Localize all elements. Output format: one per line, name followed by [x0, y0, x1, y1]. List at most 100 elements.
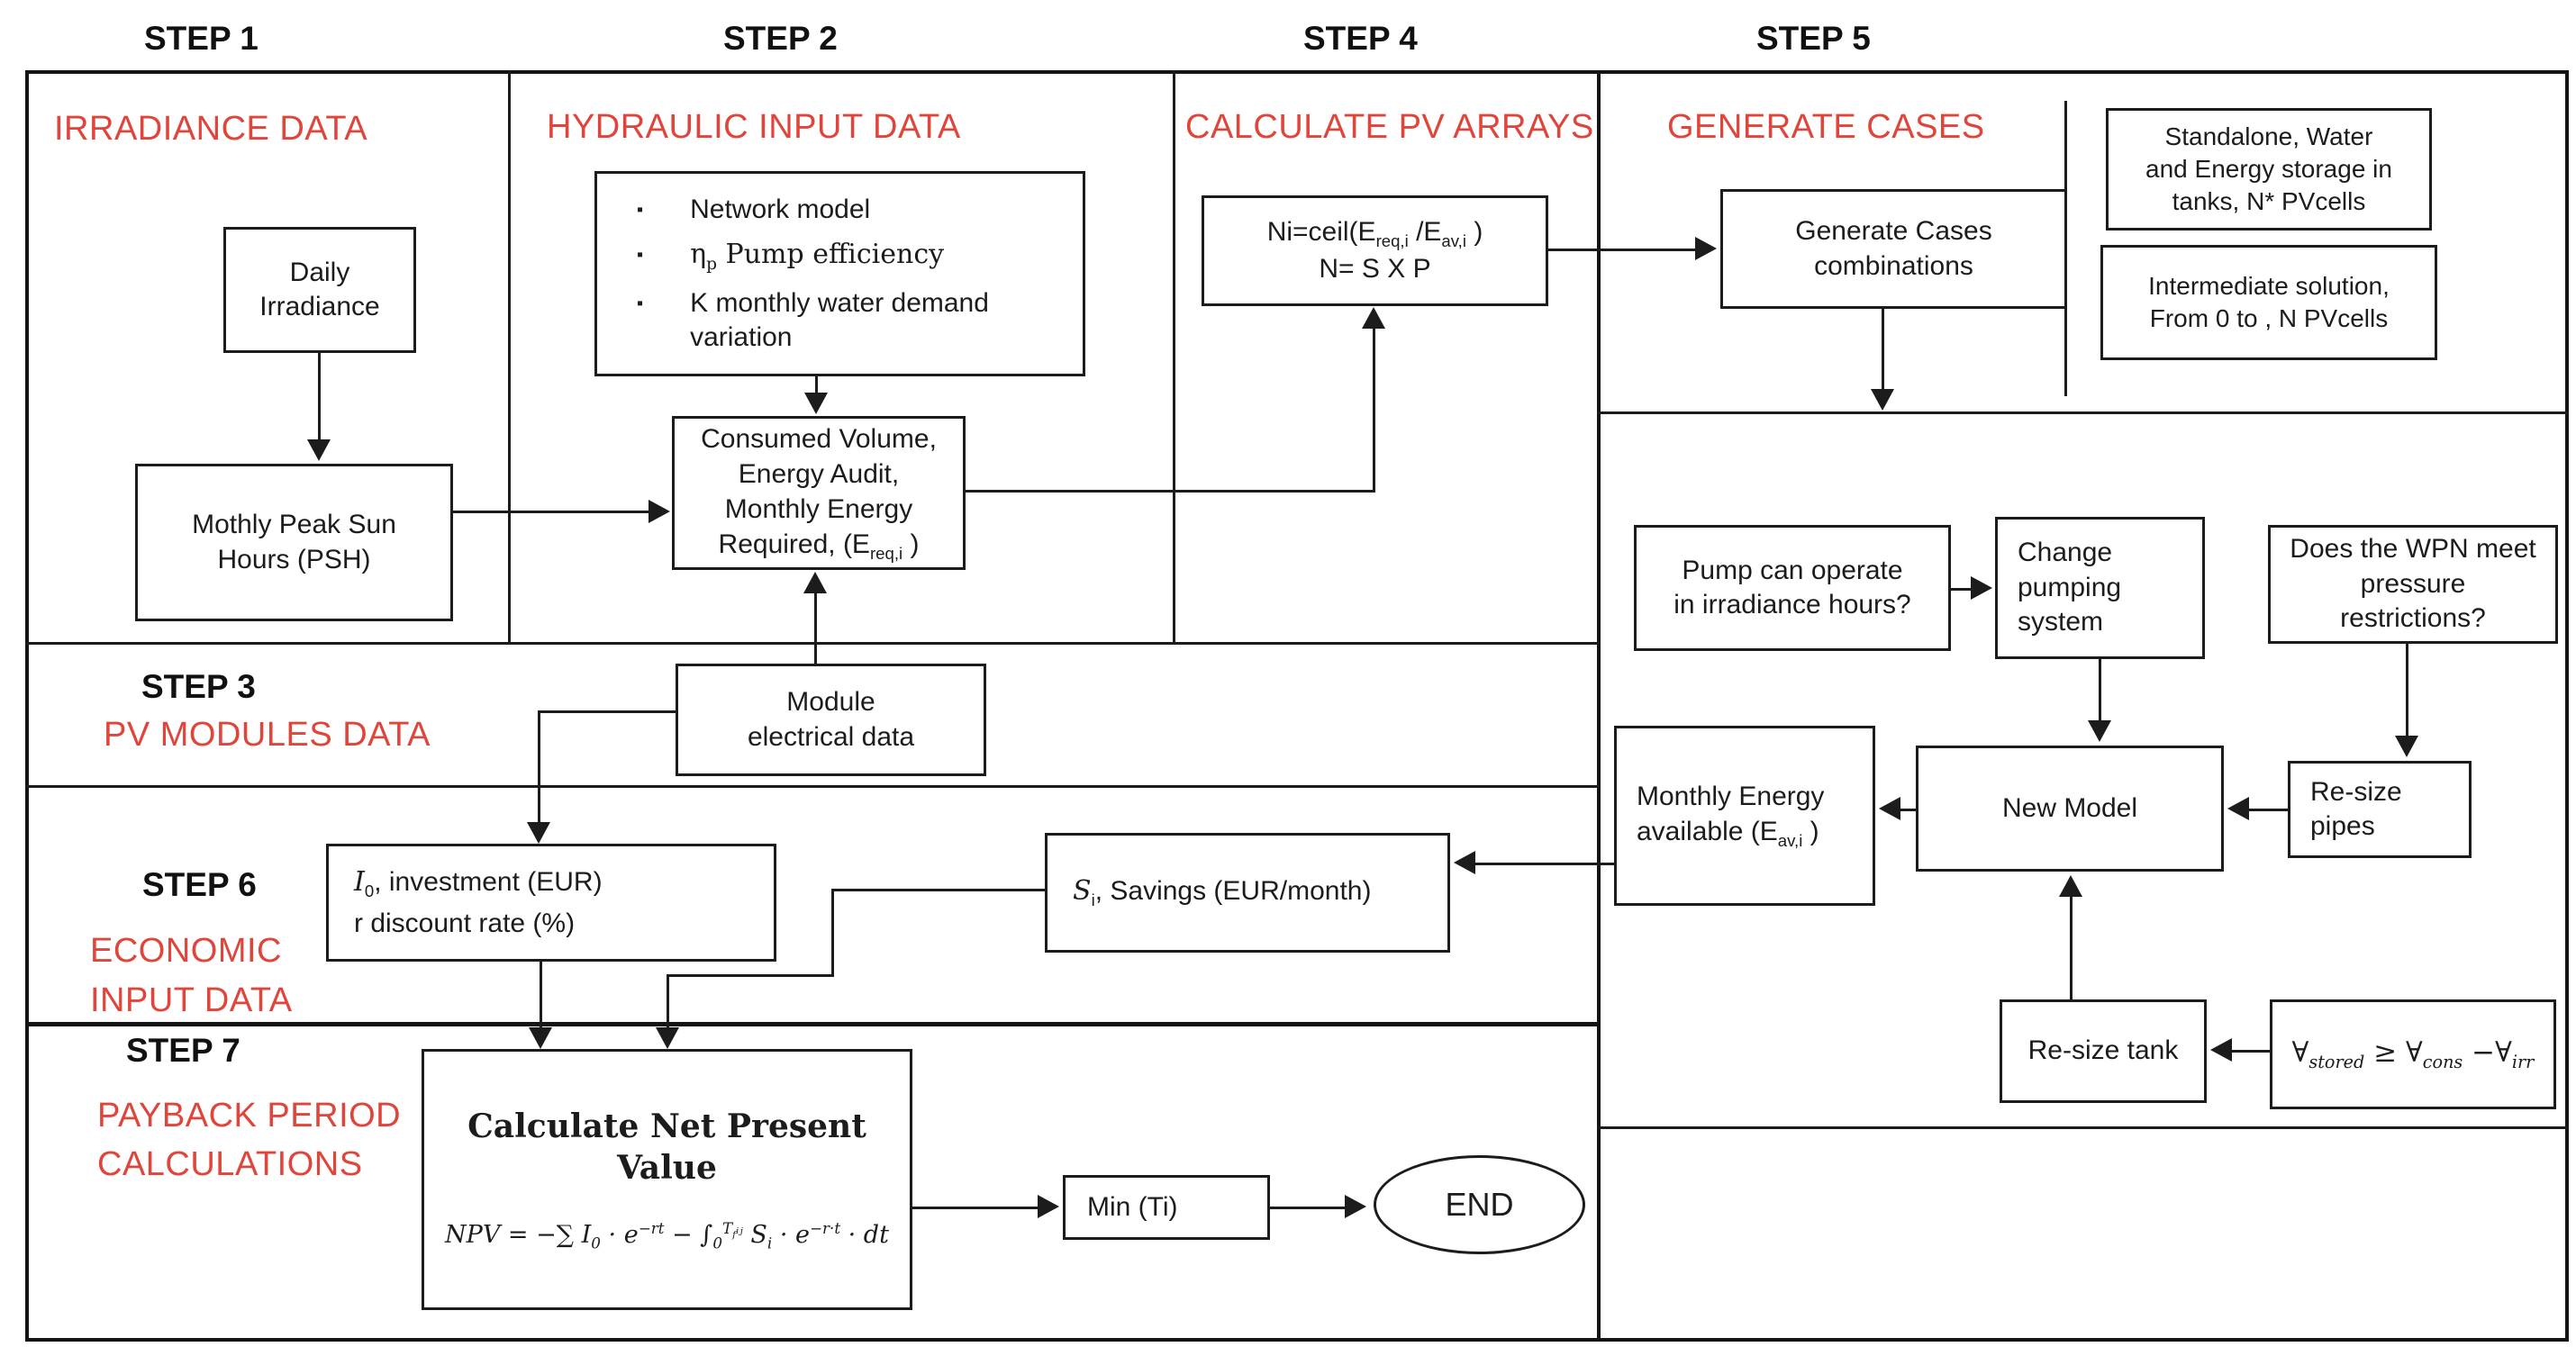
- arrowhead-left-icon: [2227, 797, 2249, 820]
- arrowhead-left-icon: [1454, 851, 1475, 874]
- npv-title: Calculate Net Present Value: [467, 1107, 866, 1188]
- wpn-line3: restrictions?: [2340, 603, 2486, 634]
- divider-below-step3: [25, 785, 1600, 788]
- connector-module-to-i0-v: [538, 710, 540, 822]
- intermediate-line2: From 0 to , N PVcells: [2149, 304, 2389, 332]
- divider-step1-step2: [508, 70, 511, 643]
- arrowhead-up-icon: [803, 572, 827, 593]
- connector-module-to-i0-h: [539, 710, 676, 713]
- new-model-label: New Model: [2001, 792, 2138, 823]
- n-sxp-line: N= S X P: [1319, 253, 1431, 284]
- step1-label: STEP 1: [144, 20, 259, 57]
- arrowhead-right-icon: [1345, 1195, 1366, 1218]
- connector-i0-to-npv: [540, 962, 542, 1027]
- daily-irradiance-box: Daily Irradiance: [223, 227, 416, 353]
- heading-payback-line1: PAYBACK PERIOD: [97, 1097, 402, 1135]
- standalone-line3: tanks, N* PVcells: [2172, 186, 2366, 215]
- npv-formula: NPV = −∑ I0 · e−rt − ∫0Tfᵢⱼ Si · e−r·t ·…: [445, 1219, 889, 1252]
- connector-savings-to-npv-h1: [832, 889, 1045, 891]
- heading-economic-line1: ECONOMIC: [90, 932, 282, 970]
- tank-volume-formula: ∀stored ≥ ∀cons −∀irr: [2291, 1035, 2535, 1072]
- daily-irradiance-line1: Daily: [289, 257, 350, 287]
- generate-cases-line2: combinations: [1814, 250, 1973, 281]
- min-ti-box: Min (Ti): [1063, 1175, 1270, 1240]
- connector-npv-to-minti: [912, 1207, 1038, 1209]
- module-data-line1: Module: [786, 687, 875, 718]
- change-pumping-box: Change pumping system: [1995, 517, 2205, 659]
- monthly-energy-available-box: Monthly Energy available (Eav,i ): [1614, 726, 1875, 906]
- standalone-case-box: Standalone, Water and Energy storage in …: [2106, 108, 2432, 231]
- outer-border-bottom: [25, 1338, 2569, 1342]
- step4-label: STEP 4: [1303, 20, 1418, 57]
- resize-pipes-box: Re-size pipes: [2288, 761, 2472, 858]
- investment-line: I0, investment (EUR): [354, 865, 603, 900]
- connector-minti-to-end: [1270, 1207, 1345, 1209]
- connector-formula-to-tank: [2232, 1050, 2270, 1053]
- module-data-line2: electrical data: [747, 721, 915, 752]
- heading-pv-modules-data: PV MODULES DATA: [104, 716, 431, 754]
- consumed-line1: Consumed Volume,: [701, 423, 937, 454]
- wpn-pressure-box: Does the WPN meet pressure restrictions?: [2268, 525, 2558, 644]
- generate-cases-box: Generate Cases combinations: [1720, 189, 2067, 309]
- npv-box: Calculate Net Present Value NPV = −∑ I0 …: [422, 1049, 912, 1310]
- connector-change-to-newmodel: [2099, 659, 2101, 720]
- monthly-energy-line1: Monthly Energy: [1637, 782, 1825, 812]
- min-ti-label: Min (Ti): [1087, 1191, 1178, 1222]
- connector-newmodel-to-monthly: [1900, 809, 1916, 811]
- consumed-line4: Required, (Ereq,i ): [718, 529, 920, 563]
- arrowhead-up-icon: [1362, 307, 1385, 329]
- arrowhead-right-icon: [1695, 237, 1717, 260]
- change-pumping-line2: pumping: [2018, 572, 2122, 602]
- connector-pump-to-change: [1951, 588, 1971, 591]
- arrowhead-up-icon: [2059, 875, 2082, 897]
- pump-operate-line1: Pump can operate: [1682, 555, 1903, 585]
- hydraulic-input-box: ▪ Network model ▪ ηp Pump efficiency ▪ K…: [594, 171, 1085, 376]
- divider-below-steps124: [25, 642, 1600, 645]
- step6-label: STEP 6: [142, 866, 257, 903]
- connector-savings-to-npv-v2: [667, 974, 669, 1027]
- arrowhead-down-icon: [307, 439, 331, 461]
- heading-economic-line2: INPUT DATA: [90, 981, 293, 1019]
- consumed-line2: Energy Audit,: [738, 458, 900, 489]
- pump-operate-box: Pump can operate in irradiance hours?: [1634, 525, 1951, 651]
- module-electrical-data-box: Module electrical data: [676, 664, 986, 776]
- monthly-psh-box: Mothly Peak Sun Hours (PSH): [135, 464, 453, 621]
- outer-border-left: [25, 70, 29, 1342]
- arrowhead-down-icon: [656, 1027, 679, 1049]
- heading-generate-cases: GENERATE CASES: [1667, 108, 1985, 146]
- discount-rate-line: r discount rate (%): [354, 908, 576, 938]
- connector-pipes-to-newmodel: [2249, 809, 2288, 811]
- connector-generate-down: [1882, 309, 1884, 389]
- step5-label: STEP 5: [1756, 20, 1871, 57]
- hydraulic-item-pump-efficiency-text: ηp Pump efficiency: [690, 238, 945, 274]
- arrowhead-down-icon: [2088, 720, 2111, 742]
- hydraulic-item-network: ▪ Network model: [597, 187, 1083, 232]
- divider-step2-step4: [1173, 70, 1175, 643]
- connector-module-to-consumed: [814, 592, 817, 664]
- change-pumping-line3: system: [2018, 607, 2104, 637]
- arrowhead-down-icon: [2395, 736, 2418, 757]
- monthly-energy-line2: available (Eav,i ): [1637, 816, 1819, 850]
- daily-irradiance-line2: Irradiance: [259, 292, 380, 321]
- resize-pipes-line2: pipes: [2310, 811, 2375, 841]
- heading-payback-line2: CALCULATIONS: [97, 1145, 363, 1183]
- wpn-line1: Does the WPN meet: [2290, 534, 2536, 565]
- divider-left-right-panel: [1597, 70, 1601, 1342]
- wpn-line2: pressure: [2360, 568, 2466, 599]
- savings-box: Si, Savings (EUR/month): [1045, 833, 1450, 953]
- connector-savings-to-npv-v1: [831, 889, 834, 975]
- new-model-box: New Model: [1916, 746, 2224, 872]
- arrowhead-left-icon: [2210, 1038, 2232, 1062]
- arrowhead-down-icon: [529, 1027, 552, 1049]
- intermediate-line1: Intermediate solution,: [2148, 272, 2390, 301]
- connector-monthly-to-savings: [1475, 863, 1614, 865]
- connector-psh-to-consumed: [453, 511, 650, 513]
- outer-border-right: [2565, 70, 2569, 1342]
- connector-tank-to-newmodel: [2070, 897, 2073, 999]
- hydraulic-item-water-demand: ▪ K monthly water demand variation: [597, 281, 1083, 361]
- resize-tank-box: Re-size tank: [2000, 999, 2207, 1103]
- ni-formula-line: Ni=ceil(Ereq,i /Eav,i ): [1266, 216, 1483, 250]
- connector-savings-to-npv-h2: [667, 974, 834, 977]
- consumed-volume-box: Consumed Volume, Energy Audit, Monthly E…: [672, 416, 966, 570]
- heading-hydraulic-input-data: HYDRAULIC INPUT DATA: [547, 108, 961, 146]
